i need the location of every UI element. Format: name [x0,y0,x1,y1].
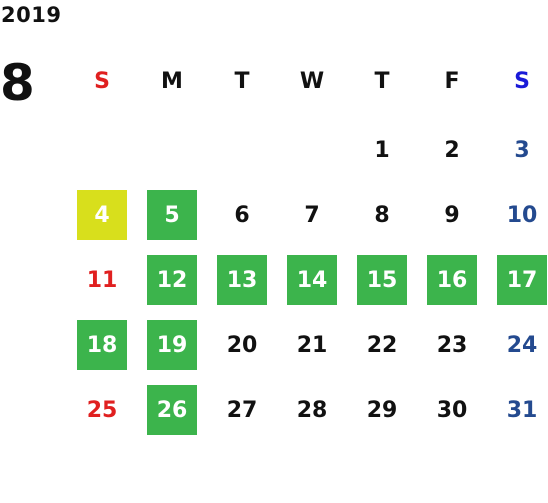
day-cell[interactable]: 14 [287,255,337,305]
day-cell[interactable]: 15 [357,255,407,305]
day-cell[interactable]: 2 [444,137,460,163]
day-cell[interactable]: 9 [444,202,460,228]
weekday-header: W [299,68,325,94]
day-cell[interactable]: 28 [296,397,328,423]
weekday-header: T [374,68,390,94]
day-cell[interactable]: 8 [374,202,390,228]
weekday-header: S [94,68,110,94]
day-cell[interactable]: 22 [366,332,398,358]
day-cell[interactable]: 1 [374,137,390,163]
day-cell[interactable]: 17 [497,255,547,305]
weekday-header: T [234,68,250,94]
day-cell[interactable]: 31 [506,397,538,423]
day-cell[interactable]: 24 [506,332,538,358]
day-cell[interactable]: 11 [86,267,118,293]
year-label: 2019 [1,3,62,27]
day-cell[interactable]: 27 [226,397,258,423]
day-cell[interactable]: 6 [234,202,250,228]
day-cell[interactable]: 19 [147,320,197,370]
day-cell[interactable]: 10 [506,202,538,228]
weekday-header: S [514,68,530,94]
day-cell[interactable]: 21 [296,332,328,358]
day-cell[interactable]: 3 [514,137,530,163]
month-number: 8 [0,54,35,112]
day-cell[interactable]: 20 [226,332,258,358]
day-cell[interactable]: 29 [366,397,398,423]
day-cell[interactable]: 18 [77,320,127,370]
day-cell[interactable]: 5 [147,190,197,240]
day-cell[interactable]: 23 [436,332,468,358]
day-cell[interactable]: 4 [77,190,127,240]
day-cell[interactable]: 26 [147,385,197,435]
day-cell[interactable]: 25 [86,397,118,423]
day-cell[interactable]: 30 [436,397,468,423]
day-cell[interactable]: 12 [147,255,197,305]
weekday-header: M [161,68,183,94]
weekday-header: F [444,68,460,94]
day-cell[interactable]: 13 [217,255,267,305]
day-cell[interactable]: 16 [427,255,477,305]
day-cell[interactable]: 7 [304,202,320,228]
